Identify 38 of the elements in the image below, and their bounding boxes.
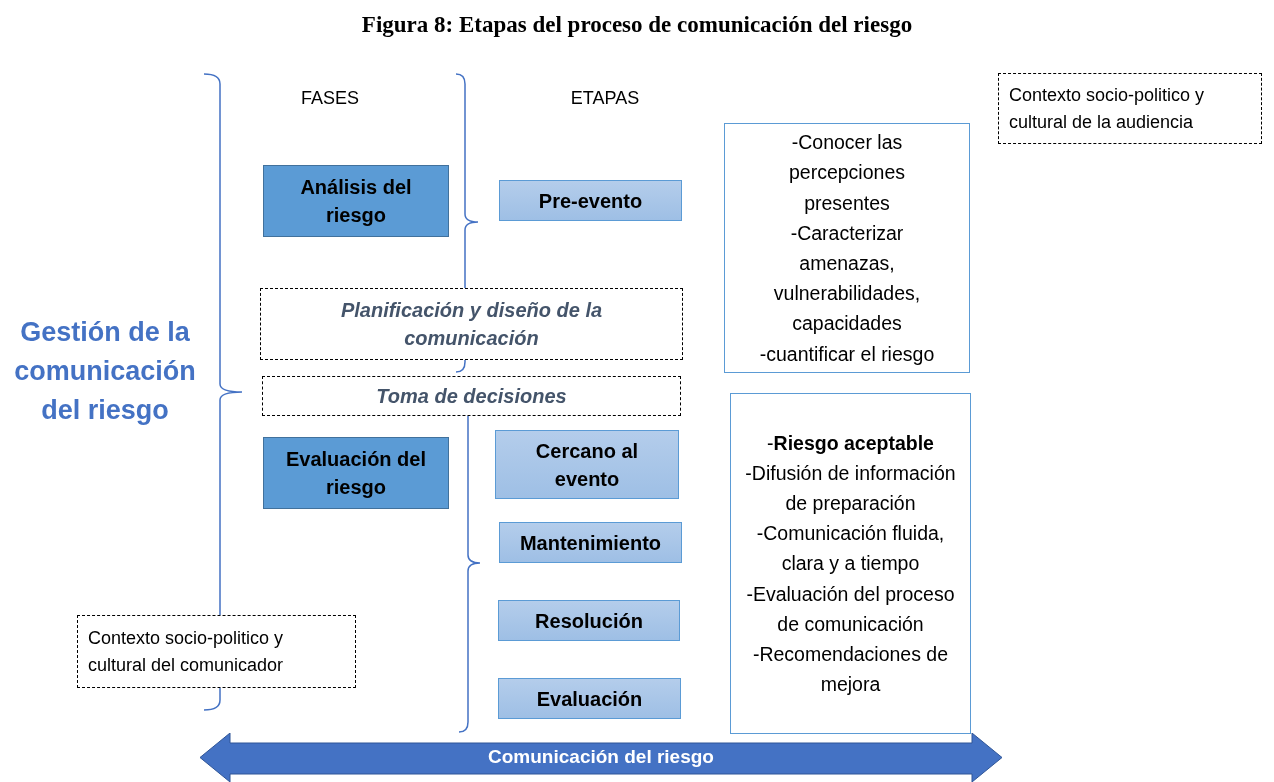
box-text: Evaluación	[536, 686, 643, 712]
stage-box	[498, 600, 680, 641]
box-text: Evaluación del riesgo	[284, 447, 428, 500]
box-text: -Evaluación del proceso de comunicación	[745, 581, 956, 637]
column-header: FASES	[300, 88, 360, 109]
box-text: -Conocer las percepciones presentes	[788, 130, 906, 216]
box-text: -cuantificar el riesgo	[759, 341, 935, 367]
box-text: -Difusión de información de preparación	[744, 460, 957, 516]
box-text: Resolución	[535, 608, 643, 634]
activity-box	[262, 376, 681, 416]
stage-box	[499, 180, 682, 221]
box-text: -Caracterizar amenazas, vulnerabilidades, capacidades	[772, 220, 922, 337]
column-header: ETAPAS	[569, 88, 641, 109]
stage-box	[495, 430, 679, 499]
box-text: -Comunicación fluida, clara y a tiempo	[755, 521, 946, 577]
box-text: -Recomendaciones de mejora	[751, 642, 950, 698]
box-text: Cercano al evento	[534, 438, 640, 492]
stage-box	[498, 678, 681, 719]
phase-box	[263, 437, 449, 509]
context-box	[998, 73, 1262, 144]
box-text: Pre-evento	[538, 188, 643, 214]
list-box	[730, 393, 971, 734]
phase-box	[263, 165, 449, 237]
box-text: -Riesgo aceptable	[767, 430, 934, 456]
context-box	[77, 615, 356, 688]
box-text: Toma de decisiones	[376, 384, 567, 409]
figure-title: Figura 8: Etapas del proceso de comunicación del riesgo	[360, 12, 914, 38]
activity-box	[260, 288, 683, 360]
bracket-label: Gestión de la comunicación del riesgo	[13, 316, 197, 428]
box-text: Planificación y diseño de la comunicación	[339, 298, 604, 351]
box-text: Mantenimiento	[519, 530, 662, 556]
box-text: Análisis del riesgo	[299, 175, 413, 228]
double-arrow-band	[200, 733, 1002, 782]
stage-box	[499, 522, 682, 563]
list-box	[724, 123, 970, 373]
box-text: Contexto socio-politico y cultural de la audiencia	[1009, 84, 1206, 134]
box-text: Contexto socio-politico y cultural del comunicador	[88, 627, 285, 677]
band-label: Comunicación del riesgo	[488, 745, 714, 770]
